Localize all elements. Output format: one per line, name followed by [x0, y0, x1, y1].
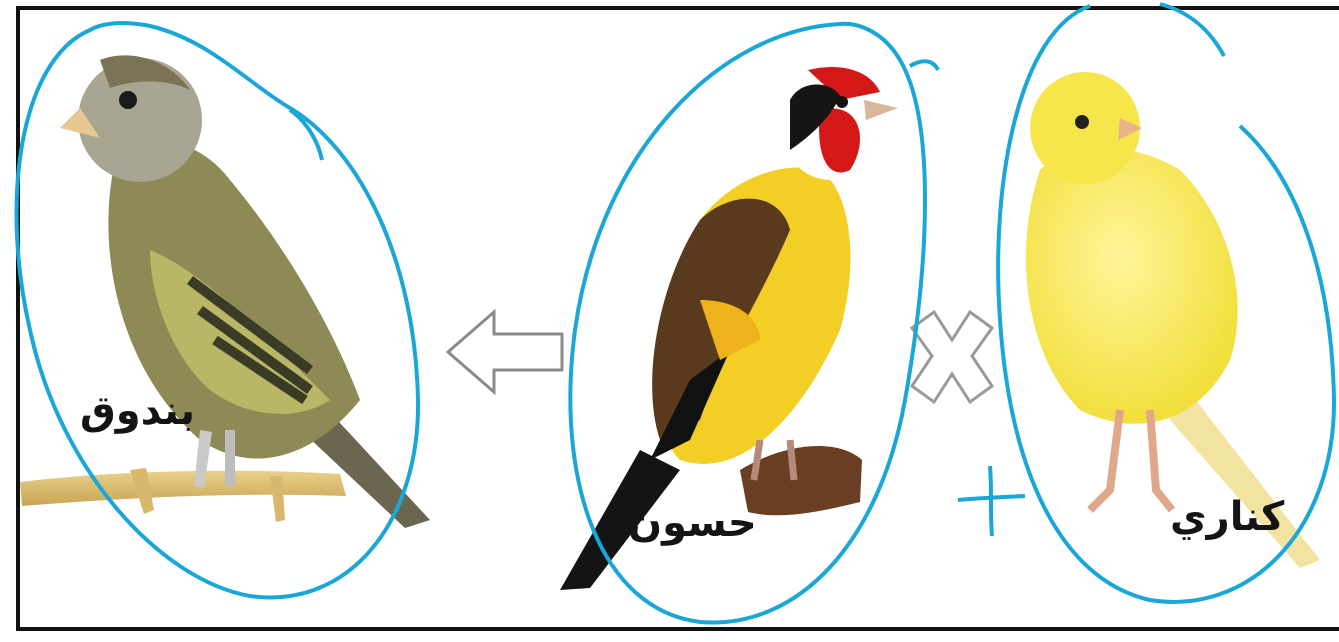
cross-icon — [912, 312, 992, 402]
hybrid-label: بندوق — [80, 388, 195, 434]
branch-left — [20, 471, 346, 506]
canary-label: كناري — [1170, 494, 1284, 540]
arrow-left-icon — [448, 312, 562, 392]
plus-mark — [958, 466, 1025, 536]
goldfinch-label: حسون — [628, 500, 757, 546]
